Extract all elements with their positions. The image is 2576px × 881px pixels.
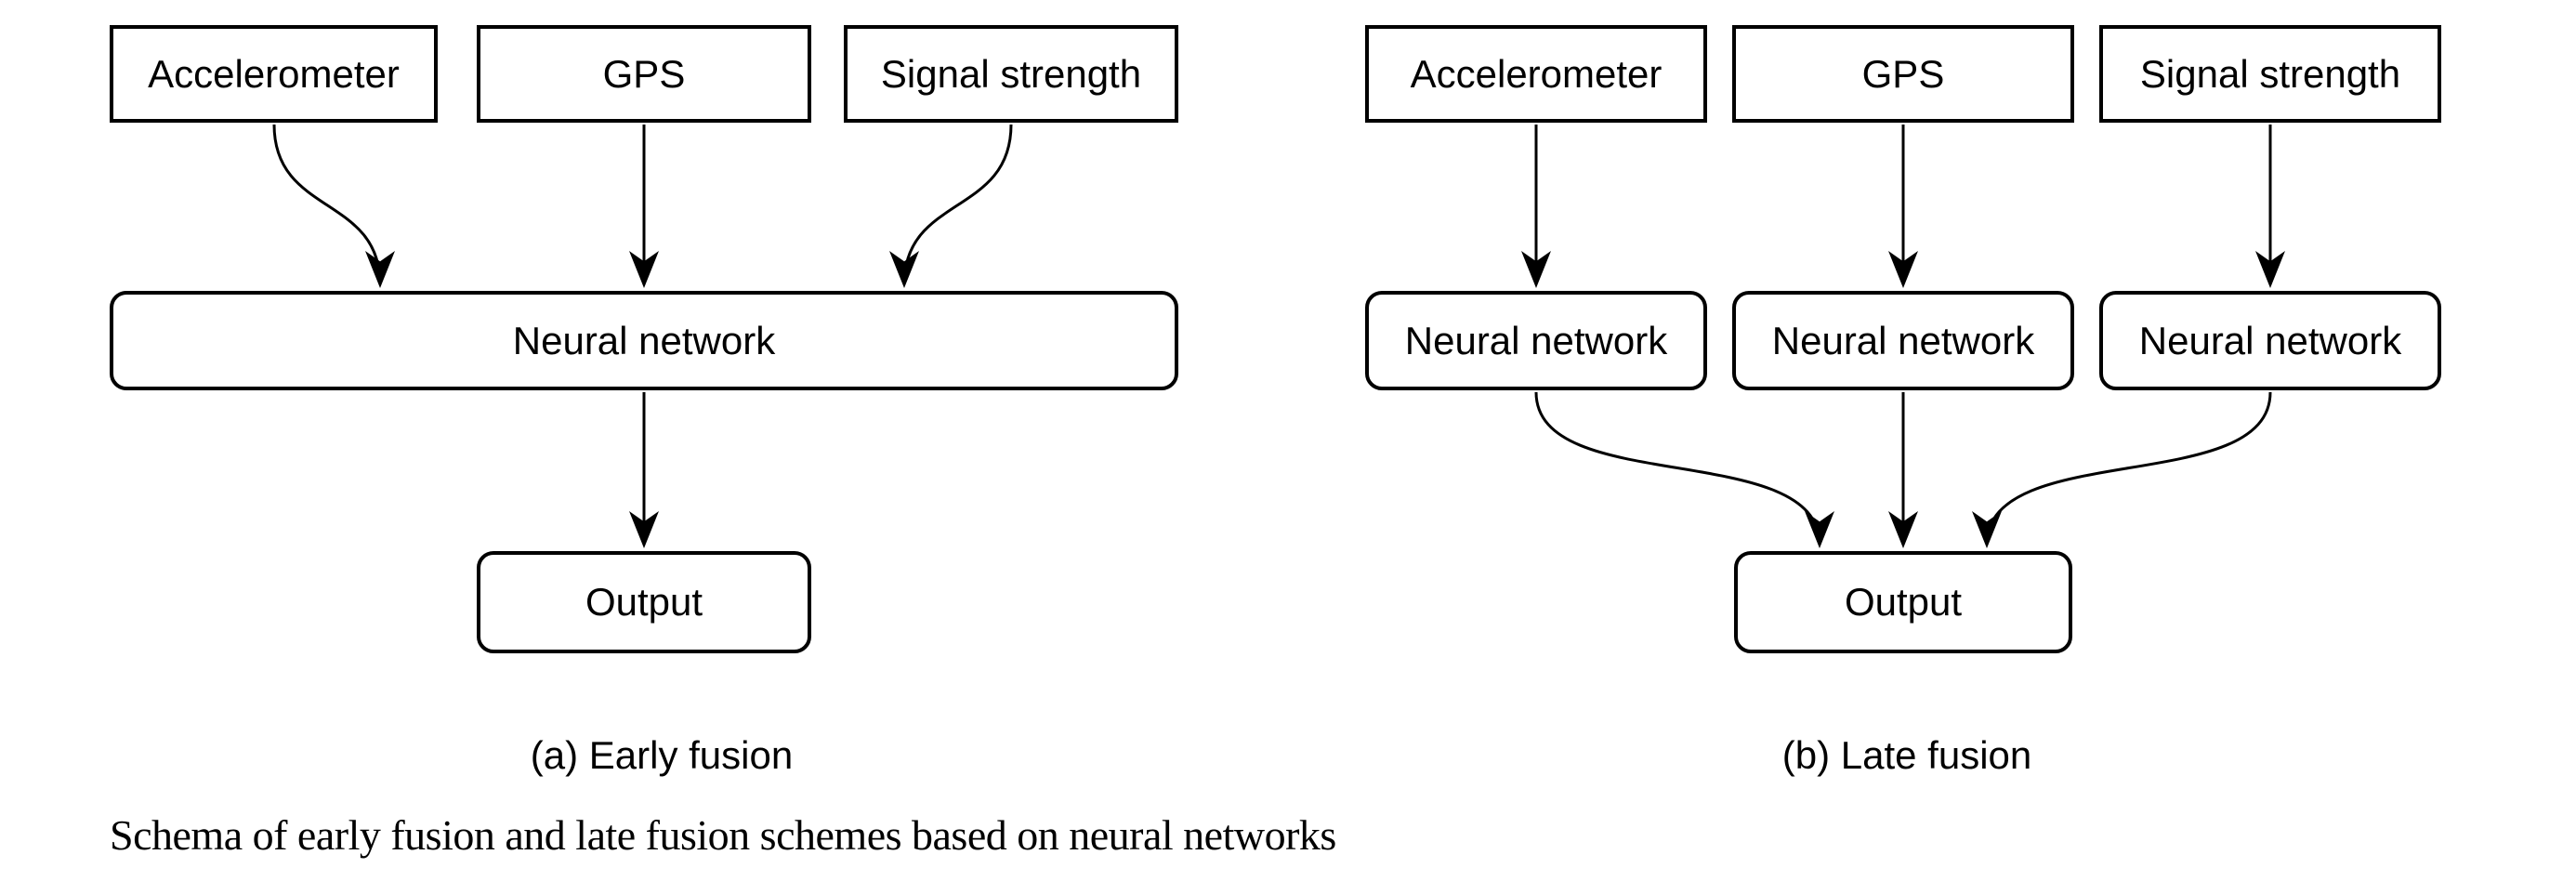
early-signal-strength-box: Signal strength [844,25,1178,123]
late-neural-network-1-box: Neural network [1365,291,1707,390]
late-accelerometer-box: Accelerometer [1365,25,1707,123]
late-neural-network-3-box: Neural network [2099,291,2441,390]
late-arrow-nn1-to-output [1534,391,1834,548]
late-signal-strength-box: Signal strength [2099,25,2441,123]
figure-caption: Schema of early fusion and late fusion s… [110,811,1336,859]
early-output-box: Output [477,551,811,653]
early-neural-network-box: Neural network [110,291,1178,390]
late-neural-network-2-box: Neural network [1732,291,2074,390]
late-gps-box: GPS [1732,25,2074,123]
early-accelerometer-box: Accelerometer [110,25,438,123]
late-caption: (b) Late fusion [1781,733,2032,777]
early-caption: (a) Early fusion [530,733,794,777]
early-arrow-signal-to-nn [889,124,1013,288]
early-arrow-accelerometer-to-nn [272,124,395,288]
late-output-box: Output [1734,551,2072,653]
late-arrow-nn3-to-output [1972,391,2272,548]
early-gps-box: GPS [477,25,811,123]
